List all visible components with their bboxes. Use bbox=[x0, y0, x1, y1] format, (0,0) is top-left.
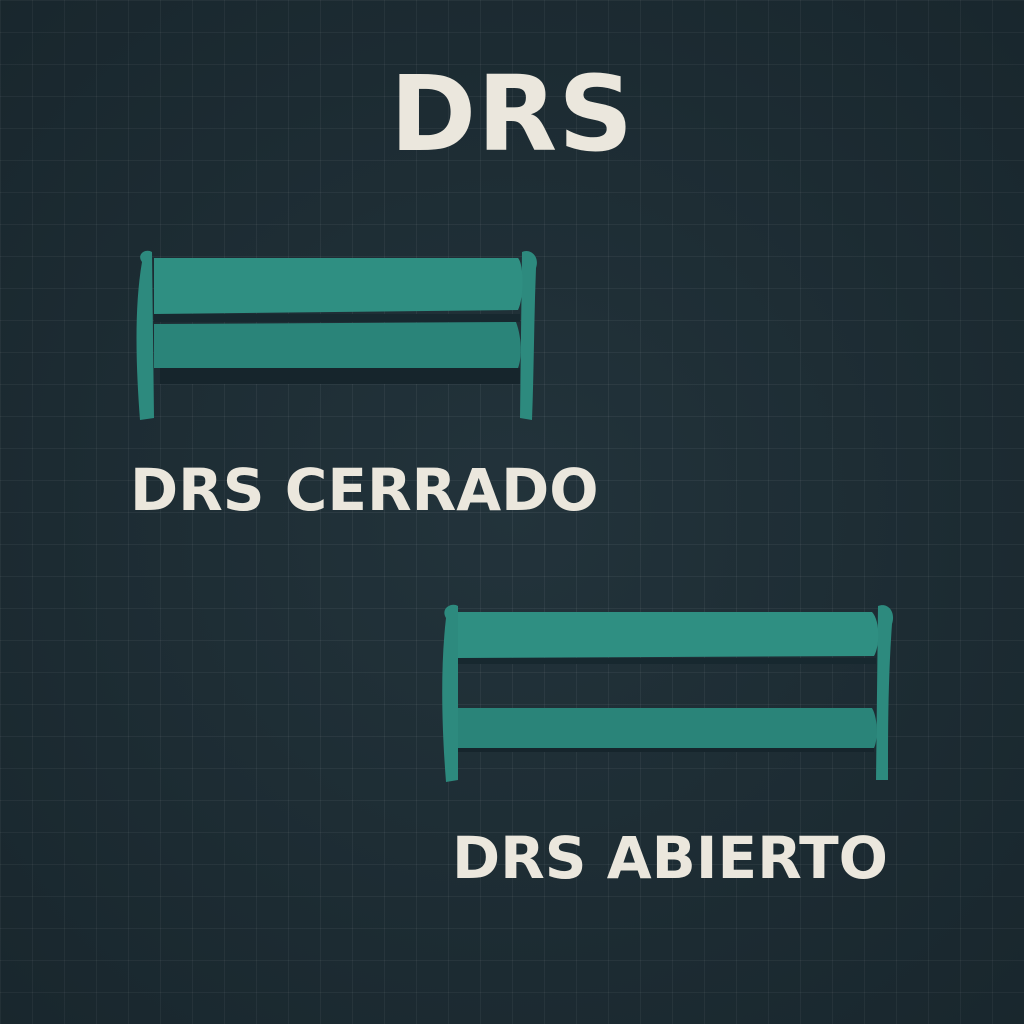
wing-closed-upper-flap bbox=[154, 258, 523, 314]
wing-closed-left-endplate bbox=[136, 250, 154, 420]
label-drs-open: DRS ABIERTO bbox=[452, 824, 888, 892]
wing-open-upper-flap bbox=[458, 612, 879, 658]
label-drs-closed: DRS CERRADO bbox=[130, 456, 599, 524]
wing-open-main-shadow bbox=[458, 748, 874, 752]
wing-open-right-endplate bbox=[876, 605, 894, 780]
wing-closed-seam bbox=[154, 314, 520, 322]
wing-open-main-plane bbox=[458, 708, 877, 748]
wing-closed-right-endplate bbox=[520, 250, 537, 420]
wing-closed-main-plane bbox=[154, 322, 521, 368]
wing-closed-shadow bbox=[160, 368, 520, 384]
page-title: DRS bbox=[389, 53, 635, 175]
wing-open-illustration bbox=[442, 604, 894, 782]
wing-closed-illustration bbox=[136, 250, 537, 420]
wing-open-flap-shadow bbox=[458, 658, 876, 664]
wing-open-left-endplate bbox=[442, 604, 458, 782]
